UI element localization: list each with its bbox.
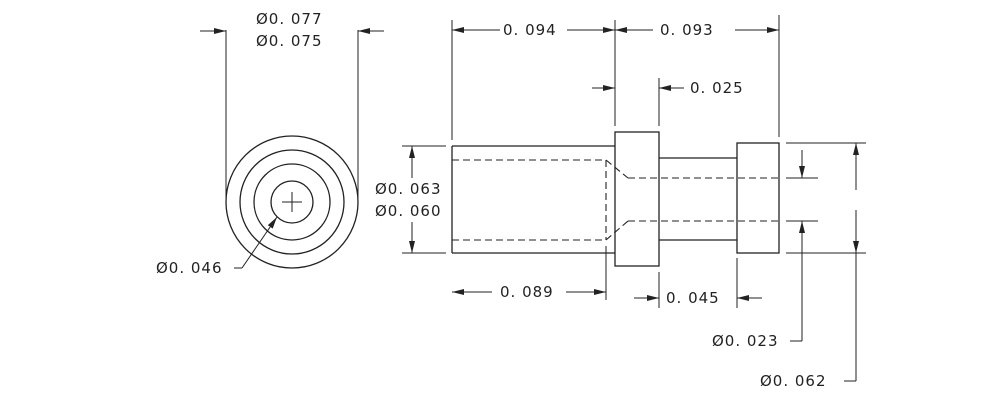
bore-depth-label: 0. 089 <box>500 283 554 301</box>
end-view <box>225 135 359 269</box>
length-right-label: 0. 093 <box>660 21 714 39</box>
neck-length-label: 0. 045 <box>666 289 720 307</box>
collar <box>614 131 660 267</box>
bore-diameter-label: Ø0. 046 <box>156 259 223 277</box>
collar-width-label: 0. 025 <box>690 79 744 97</box>
bore-depth-dimension: 0. 089 <box>452 246 607 301</box>
top-diameter-max-label: Ø0. 077 <box>256 10 323 28</box>
length-dimensions: 0. 094 0. 093 <box>451 15 780 140</box>
body-circle <box>253 163 331 241</box>
bore-circle <box>270 180 314 224</box>
length-left-label: 0. 094 <box>503 21 557 39</box>
top-diameter-min-label: Ø0. 075 <box>256 32 323 50</box>
head <box>736 142 780 254</box>
pin-diameter-label: Ø0. 023 <box>712 332 779 350</box>
top-diameter-dimension: Ø0. 077 Ø0. 075 <box>200 10 384 202</box>
bore-diameter-leader: Ø0. 046 <box>156 216 278 277</box>
outer-diameter-dimension: Ø0. 063 Ø0. 060 <box>375 145 446 254</box>
pin-diameter-dimension: Ø0. 023 <box>712 150 818 350</box>
side-view <box>451 131 780 267</box>
collar-width-dimension: 0. 025 <box>592 78 744 126</box>
neck-length-dimension: 0. 045 <box>634 258 762 308</box>
collar-circle <box>239 149 345 255</box>
head-diameter-label: Ø0. 062 <box>760 372 827 390</box>
head-diameter-dimension: Ø0. 062 <box>760 142 866 390</box>
outer-diameter-max-label: Ø0. 063 <box>375 180 442 198</box>
outer-diameter-min-label: Ø0. 060 <box>375 202 442 220</box>
